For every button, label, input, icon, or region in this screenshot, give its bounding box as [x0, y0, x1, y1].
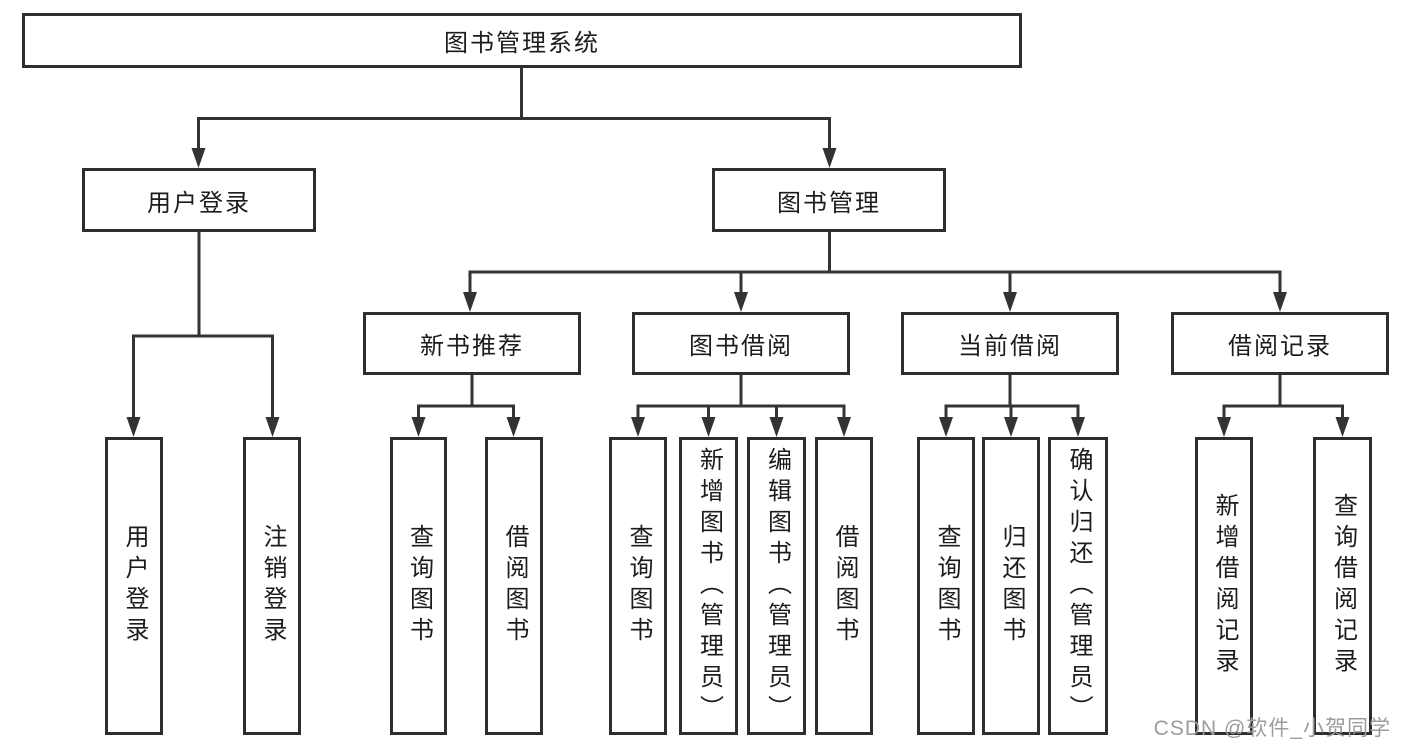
leaf-recommend-borrow-books: 借阅图书 [485, 437, 543, 735]
leaf-query-borrow-record: 查询借阅记录 [1313, 437, 1372, 735]
node-new-book-recommend-label: 新书推荐 [420, 333, 524, 360]
leaf-borrow-books: 借阅图书 [815, 437, 873, 735]
leaf-return-books: 归还图书 [982, 437, 1040, 735]
leaf-add-book-admin: 新增图书（管理员） [679, 437, 738, 735]
leaf-current-query-books: 查询图书 [917, 437, 975, 735]
leaf-recommend-query-books: 查询图书 [390, 437, 447, 735]
leaf-edit-book-admin-label: 编辑图书（管理员） [763, 446, 791, 726]
node-root-label: 图书管理系统 [444, 30, 600, 57]
node-user-login-branch: 用户登录 [82, 168, 316, 232]
leaf-add-borrow-record: 新增借阅记录 [1195, 437, 1253, 735]
leaf-add-book-admin-label: 新增图书（管理员） [695, 446, 723, 726]
leaf-current-query-books-label: 查询图书 [933, 524, 960, 648]
leaf-borrow-query-books-label: 查询图书 [625, 524, 652, 648]
csdn-watermark: CSDN @软件_小贺同学 [1153, 717, 1391, 740]
leaf-user-login: 用户登录 [105, 437, 163, 735]
leaf-borrow-books-label: 借阅图书 [831, 524, 858, 648]
connector-stems [132, 66, 1344, 423]
leaf-borrow-query-books: 查询图书 [609, 437, 667, 735]
leaf-recommend-query-books-label: 查询图书 [405, 524, 433, 648]
node-borrow-records: 借阅记录 [1171, 312, 1389, 375]
node-current-borrow: 当前借阅 [901, 312, 1119, 375]
leaf-logout-label: 注销登录 [259, 524, 286, 648]
leaf-query-borrow-record-label: 查询借阅记录 [1329, 493, 1357, 679]
leaf-confirm-return-admin: 确认归还（管理员） [1048, 437, 1108, 735]
leaf-recommend-borrow-books-label: 借阅图书 [501, 524, 528, 648]
node-book-borrow-label: 图书借阅 [689, 333, 793, 360]
node-book-borrow: 图书借阅 [632, 312, 850, 375]
leaf-add-borrow-record-label: 新增借阅记录 [1211, 493, 1238, 679]
node-book-mgmt-branch: 图书管理 [712, 168, 946, 232]
leaf-user-login-label: 用户登录 [121, 524, 148, 648]
node-user-login-branch-label: 用户登录 [147, 189, 251, 217]
node-book-mgmt-branch-label: 图书管理 [777, 189, 881, 217]
connector-arrowheads [126, 148, 1350, 437]
node-new-book-recommend: 新书推荐 [363, 312, 581, 375]
node-borrow-records-label: 借阅记录 [1228, 333, 1332, 360]
leaf-confirm-return-admin-label: 确认归还（管理员） [1065, 446, 1092, 726]
leaf-return-books-label: 归还图书 [998, 524, 1025, 648]
leaf-logout: 注销登录 [243, 437, 301, 735]
leaf-edit-book-admin: 编辑图书（管理员） [747, 437, 806, 735]
node-current-borrow-label: 当前借阅 [958, 333, 1062, 360]
node-root: 图书管理系统 [22, 13, 1022, 68]
